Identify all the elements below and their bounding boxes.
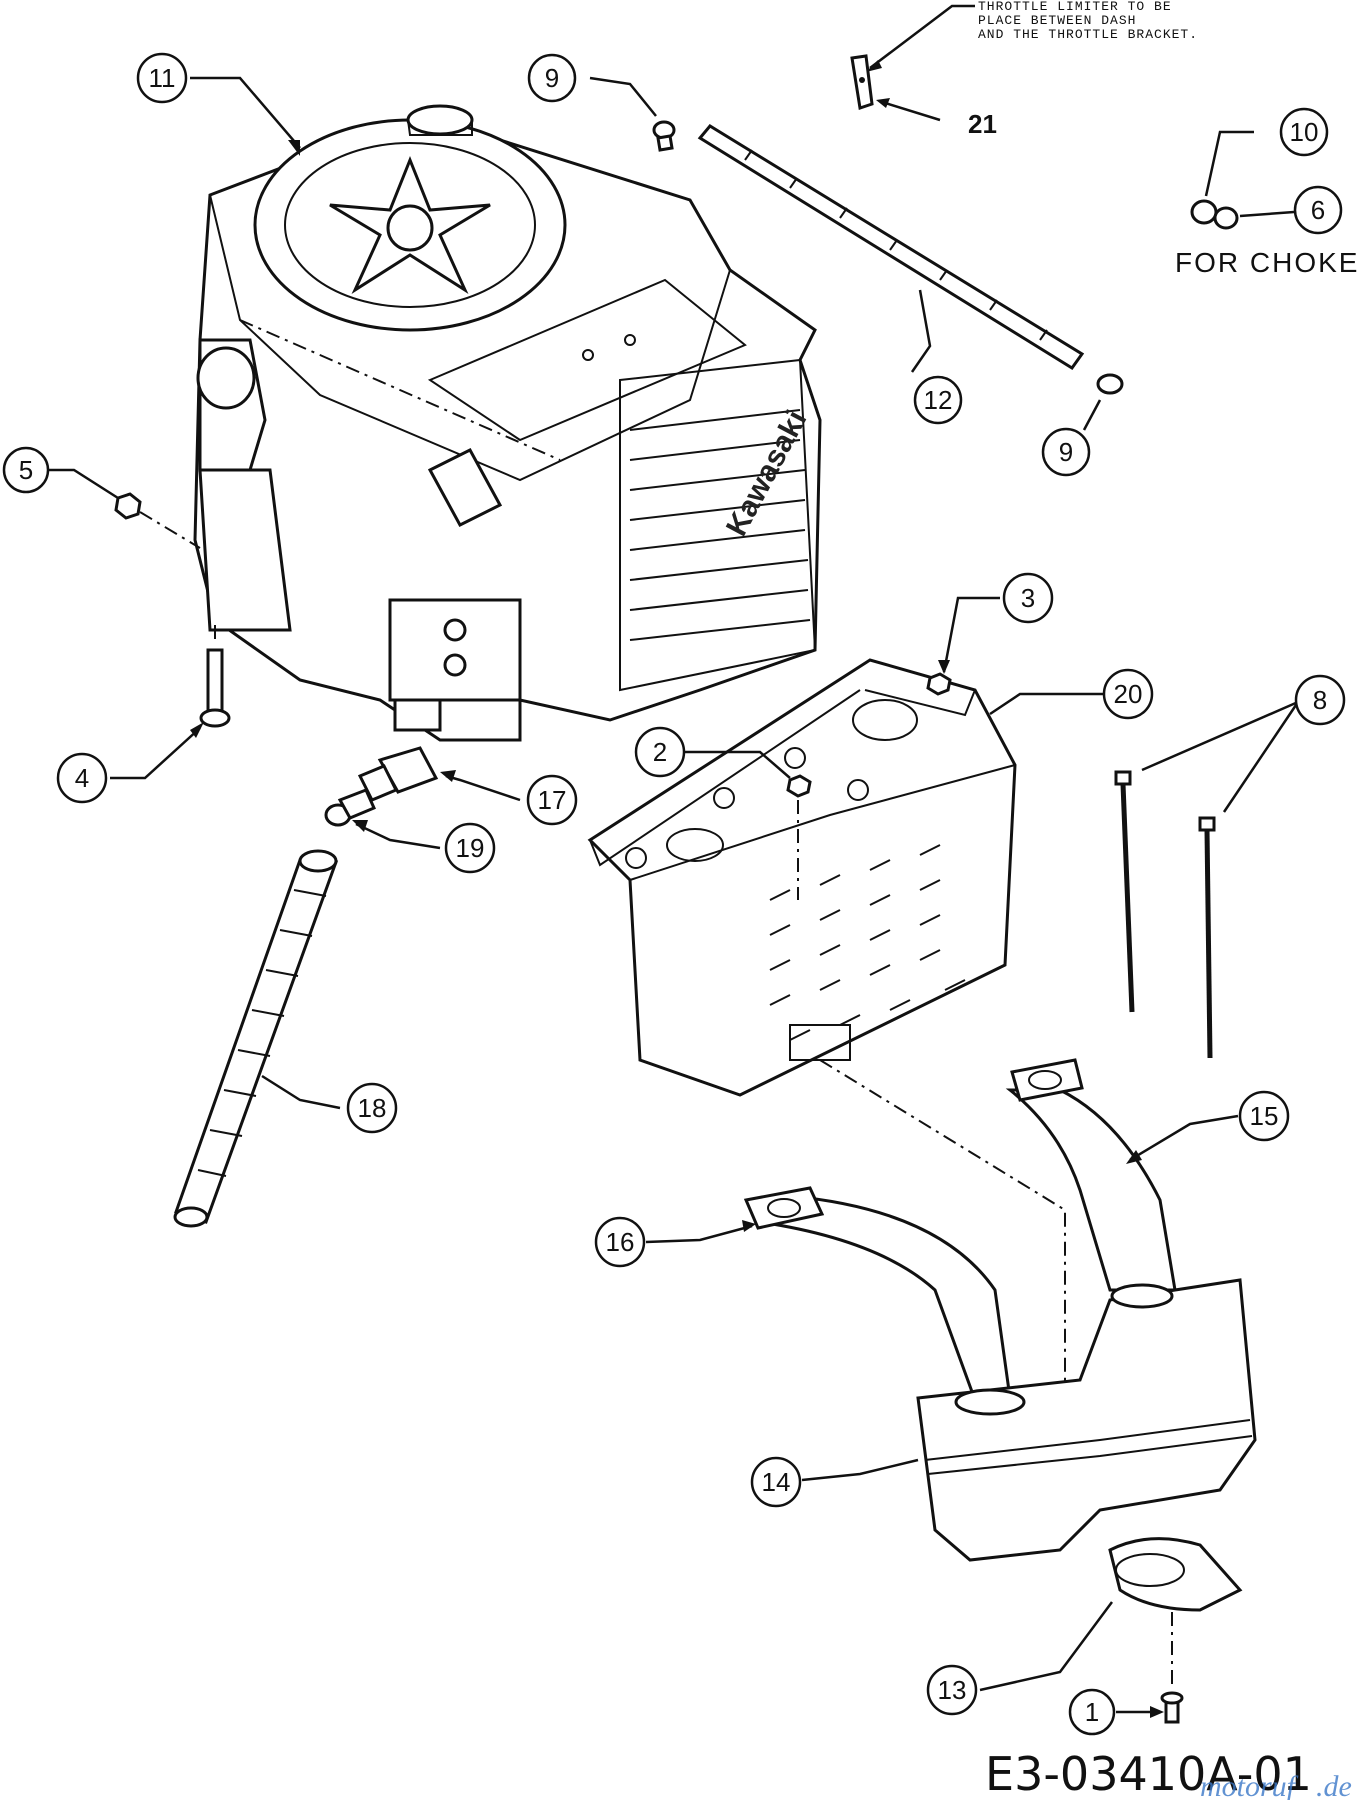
- part-17-19-fuel-filter: 17 19: [324, 746, 578, 874]
- watermark-text: motoruf: [1200, 1770, 1299, 1800]
- part-1-screw: 1: [1068, 1612, 1184, 1736]
- callout-14: 14: [762, 1467, 791, 1497]
- part-14-muffler: 14: [743, 1058, 1257, 1562]
- callout-4: 4: [75, 763, 89, 793]
- part-5-nut: 5: [2, 446, 201, 549]
- callout-12: 12: [924, 385, 953, 415]
- callout-16: 16: [606, 1227, 635, 1257]
- part-12-fuel-line: 12: [697, 124, 1085, 425]
- callout-16-group: 16: [594, 1216, 756, 1268]
- throttle-note-line-1: THROTTLE LIMITER TO BE: [978, 0, 1172, 14]
- choke-note: FOR CHOKE: [1175, 247, 1358, 278]
- callout-1: 1: [1085, 1697, 1099, 1727]
- throttle-note-line-2: PLACE BETWEEN DASH: [978, 13, 1136, 28]
- part-21-throttle-limiter: 21: [850, 54, 997, 139]
- part-2-bolt: 2: [634, 726, 812, 900]
- throttle-note-line-3: AND THE THROTTLE BRACKET.: [978, 27, 1198, 42]
- callout-9-right: 9: [1059, 437, 1073, 467]
- parts-10-6-choke: 10 6 FOR CHOKE: [1175, 107, 1358, 278]
- part-20-heat-shield: 20: [587, 658, 1154, 1390]
- heat-shield-vents: [769, 844, 966, 1041]
- part-11-engine: Kawasaki 11: [136, 52, 822, 742]
- callout-20: 20: [1114, 679, 1143, 709]
- callout-21: 21: [968, 109, 997, 139]
- callout-15-group: 15: [1126, 1090, 1290, 1164]
- part-4-bolt: 4: [56, 625, 231, 804]
- callout-11: 11: [149, 63, 176, 93]
- part-8-cable-ties: 8: [1114, 674, 1346, 1059]
- callout-18: 18: [358, 1093, 387, 1123]
- watermark-suffix: .de: [1316, 1770, 1352, 1800]
- drawing-code: E3-03410A-01: [985, 1747, 1312, 1800]
- callout-5: 5: [19, 455, 33, 485]
- callout-19: 19: [456, 833, 485, 863]
- callout-3: 3: [1021, 583, 1035, 613]
- callout-9-top: 9: [545, 63, 559, 93]
- callout-15: 15: [1250, 1101, 1279, 1131]
- part-9-clamp-top: 9: [527, 53, 676, 152]
- callout-8: 8: [1313, 685, 1327, 715]
- throttle-limiter-note: THROTTLE LIMITER TO BE PLACE BETWEEN DAS…: [866, 0, 1198, 72]
- callout-2: 2: [653, 737, 667, 767]
- callout-10: 10: [1290, 117, 1319, 147]
- callout-17: 17: [538, 785, 567, 815]
- part-18-hose: 18: [173, 849, 398, 1228]
- callout-6: 6: [1311, 195, 1325, 225]
- part-13-deflector: 13: [926, 1537, 1243, 1716]
- part-9-clamp-right: 9: [1041, 373, 1124, 477]
- callout-13: 13: [938, 1675, 967, 1705]
- part-3-nut: 3: [926, 572, 1054, 696]
